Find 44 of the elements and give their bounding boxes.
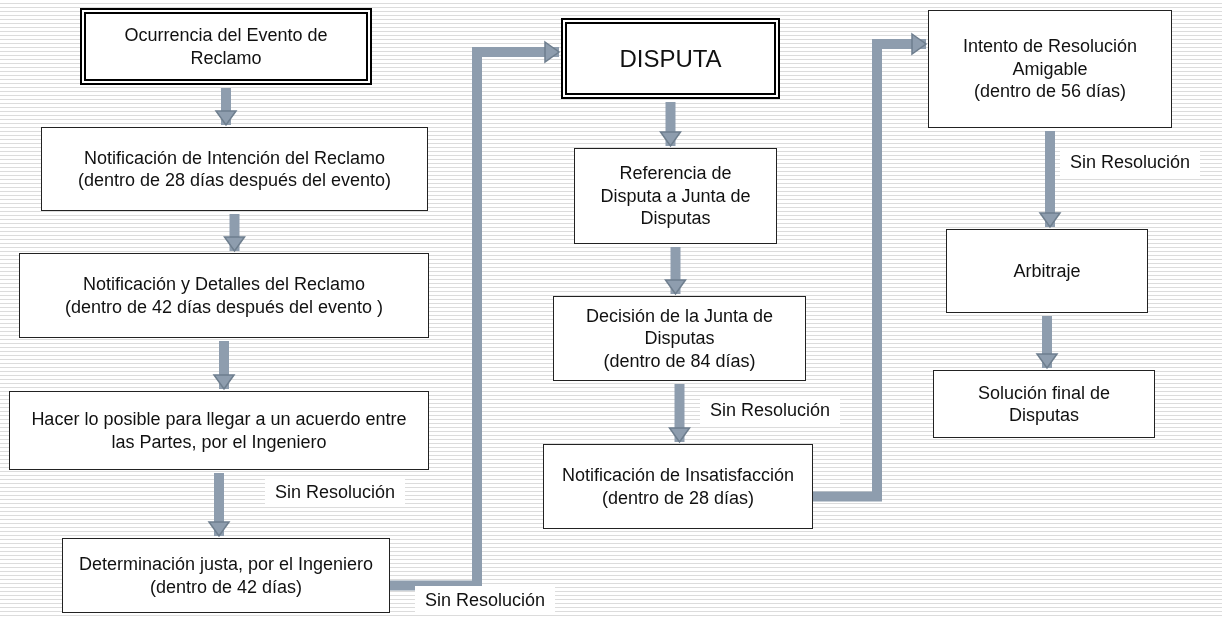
box-text: Determinación justa, por el Ingeniero (dentro de 42 días) [77, 553, 375, 598]
process-box [62, 538, 390, 613]
box-text: (dentro de 28 días) [601, 486, 755, 509]
box-text: (dentro de 42 días después del evento ) [64, 295, 384, 318]
box-text: Decisión de la Junta de Disputas [584, 304, 775, 350]
edge-label: Sin Resolución [265, 478, 406, 507]
block-arrow [213, 341, 235, 390]
edge-label: Sin Resolución [700, 396, 841, 425]
block-arrow [668, 384, 691, 443]
process-box [928, 10, 1172, 128]
box-text: Notificación y Detalles del Reclamo [82, 273, 366, 296]
box-text: (dentro de 28 días después del evento) [77, 169, 392, 192]
box-text: Intento de Resolución Amigable [961, 35, 1139, 81]
process-box [574, 148, 777, 244]
process-box [561, 18, 780, 99]
box-text: (dentro de 56 días) [973, 80, 1127, 103]
block-arrow [223, 214, 246, 252]
block-arrow [215, 88, 237, 126]
edge-label: Sin Resolución [415, 586, 556, 615]
box-text: Arbitraje [1013, 259, 1081, 283]
process-box [553, 296, 806, 381]
box-text: Ocurrencia del Evento de Reclamo [123, 24, 329, 69]
box-text: Hacer lo posible para llegar a un acuerdo entre las Partes, por el Ingeniero [30, 408, 408, 453]
process-box [9, 391, 429, 470]
block-arrow [659, 102, 682, 147]
process-box [41, 127, 428, 211]
process-box [933, 370, 1155, 438]
block-arrow [1039, 131, 1061, 228]
edge-label: Sin Resolución [1060, 148, 1201, 177]
process-box [80, 8, 372, 85]
block-arrow [390, 41, 560, 591]
box-text: (dentro de 84 días) [603, 349, 756, 373]
box-text: Solución final de Disputas [976, 381, 1112, 427]
block-arrow [208, 473, 230, 537]
process-box [19, 253, 429, 338]
box-text: Referencia de Disputa a Junta de Disputas [599, 162, 752, 230]
block-arrow [813, 33, 927, 502]
block-arrow [1036, 316, 1058, 369]
process-box [543, 444, 813, 529]
block-arrow [664, 247, 687, 295]
box-text: Notificación de Insatisfacción [561, 464, 795, 487]
box-text: Notificación de Intención del Reclamo [83, 146, 386, 169]
box-text: DISPUTA [619, 43, 722, 74]
process-box [946, 229, 1148, 313]
